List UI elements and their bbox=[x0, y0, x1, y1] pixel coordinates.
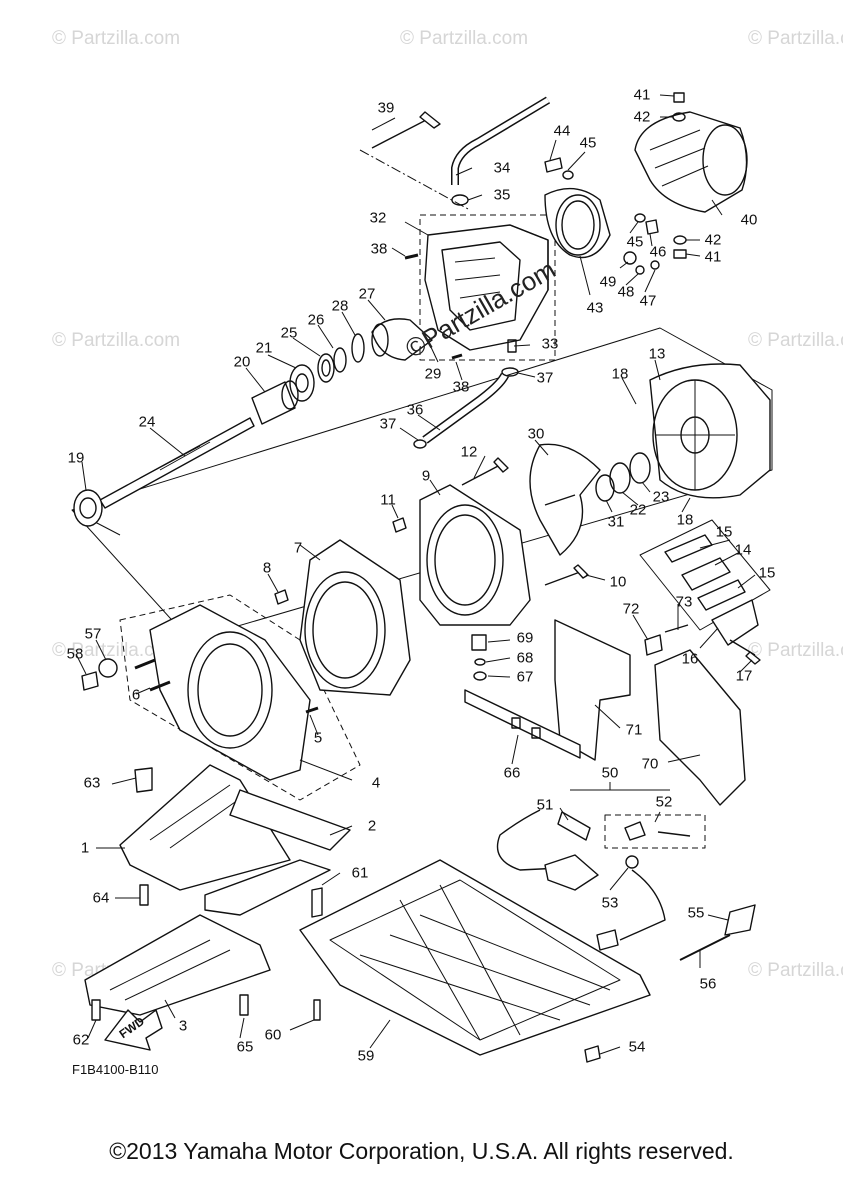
callout-31: 31 bbox=[607, 513, 625, 531]
callout-45-b: 45 bbox=[626, 233, 644, 251]
callout-56: 56 bbox=[699, 975, 717, 993]
callout-60: 60 bbox=[264, 1026, 282, 1044]
watermark: © Partzilla.com bbox=[52, 330, 181, 351]
callout-43: 43 bbox=[586, 299, 604, 317]
callout-63: 63 bbox=[83, 774, 101, 792]
watermark: © Partzilla.com bbox=[400, 28, 529, 49]
callout-12: 12 bbox=[460, 443, 478, 461]
callout-40: 40 bbox=[740, 211, 758, 229]
callout-19: 19 bbox=[67, 449, 85, 467]
callout-35: 35 bbox=[493, 186, 511, 204]
watermark: © Partzilla.com bbox=[748, 330, 843, 351]
callout-44: 44 bbox=[553, 122, 571, 140]
callout-50: 50 bbox=[601, 764, 619, 782]
callout-28: 28 bbox=[331, 297, 349, 315]
callout-61: 61 bbox=[351, 864, 369, 882]
callout-21: 21 bbox=[255, 339, 273, 357]
diagram-code: F1B4100-B110 bbox=[72, 1062, 159, 1077]
callout-14: 14 bbox=[734, 541, 752, 559]
callout-20: 20 bbox=[233, 353, 251, 371]
callout-53: 53 bbox=[601, 894, 619, 912]
callout-15-b: 15 bbox=[758, 564, 776, 582]
callout-51: 51 bbox=[536, 796, 554, 814]
callout-25: 25 bbox=[280, 324, 298, 342]
callout-58: 58 bbox=[66, 645, 84, 663]
callout-47: 47 bbox=[639, 292, 657, 310]
callout-10: 10 bbox=[609, 573, 627, 591]
callout-23: 23 bbox=[652, 488, 670, 506]
callout-15: 15 bbox=[715, 523, 733, 541]
callout-66: 66 bbox=[503, 764, 521, 782]
callout-5: 5 bbox=[313, 729, 323, 747]
callout-45: 45 bbox=[579, 134, 597, 152]
callout-72: 72 bbox=[622, 600, 640, 618]
copyright-notice: ©2013 Yamaha Motor Corporation, U.S.A. A… bbox=[109, 1138, 734, 1164]
callout-52: 52 bbox=[655, 793, 673, 811]
callout-13: 13 bbox=[648, 345, 666, 363]
callout-37: 37 bbox=[536, 369, 554, 387]
callout-29: 29 bbox=[424, 365, 442, 383]
watermark: © Partzilla.com bbox=[52, 640, 181, 661]
callout-22: 22 bbox=[629, 501, 647, 519]
callout-65: 65 bbox=[236, 1038, 254, 1056]
callout-41-b: 41 bbox=[704, 248, 722, 266]
callout-16: 16 bbox=[681, 650, 699, 668]
callout-18: 18 bbox=[611, 365, 629, 383]
callout-27: 27 bbox=[358, 285, 376, 303]
watermark: © Partzilla.com bbox=[748, 640, 843, 661]
callout-68: 68 bbox=[516, 649, 534, 667]
callout-67: 67 bbox=[516, 668, 534, 686]
callout-38-b: 38 bbox=[452, 378, 470, 396]
callout-30: 30 bbox=[527, 425, 545, 443]
callout-24: 24 bbox=[138, 413, 156, 431]
callout-59: 59 bbox=[357, 1047, 375, 1065]
watermark: © Partzilla.com bbox=[748, 960, 843, 981]
callout-49: 49 bbox=[599, 273, 617, 291]
callout-48: 48 bbox=[617, 283, 635, 301]
callout-46: 46 bbox=[649, 243, 667, 261]
callout-42: 42 bbox=[633, 108, 651, 126]
callout-34: 34 bbox=[493, 159, 511, 177]
callout-55: 55 bbox=[687, 904, 705, 922]
callout-33: 33 bbox=[541, 335, 559, 353]
callout-57: 57 bbox=[84, 625, 102, 643]
callout-73: 73 bbox=[675, 593, 693, 611]
callout-39: 39 bbox=[377, 99, 395, 117]
callout-26: 26 bbox=[307, 311, 325, 329]
callout-7: 7 bbox=[293, 539, 303, 557]
callout-37-b: 37 bbox=[379, 415, 397, 433]
callout-2: 2 bbox=[367, 817, 377, 835]
callout-42-b: 42 bbox=[704, 231, 722, 249]
callout-3: 3 bbox=[178, 1017, 188, 1035]
callout-64: 64 bbox=[92, 889, 110, 907]
callout-62: 62 bbox=[72, 1031, 90, 1049]
callout-1: 1 bbox=[80, 839, 90, 857]
watermark: © Partzilla.com bbox=[52, 28, 181, 49]
callout-38: 38 bbox=[370, 240, 388, 258]
callout-6: 6 bbox=[131, 686, 141, 704]
callout-18-b: 18 bbox=[676, 511, 694, 529]
watermark: © Partzilla.com bbox=[748, 28, 843, 49]
callout-4: 4 bbox=[371, 774, 381, 792]
callout-17: 17 bbox=[735, 667, 753, 685]
callout-8: 8 bbox=[262, 559, 272, 577]
callout-54: 54 bbox=[628, 1038, 646, 1056]
callout-32: 32 bbox=[369, 209, 387, 227]
callout-41: 41 bbox=[633, 86, 651, 104]
callout-71: 71 bbox=[625, 721, 643, 739]
callout-11: 11 bbox=[380, 491, 396, 509]
callout-69: 69 bbox=[516, 629, 534, 647]
callout-9: 9 bbox=[421, 467, 431, 485]
callout-70: 70 bbox=[641, 755, 659, 773]
callout-36: 36 bbox=[406, 401, 424, 419]
